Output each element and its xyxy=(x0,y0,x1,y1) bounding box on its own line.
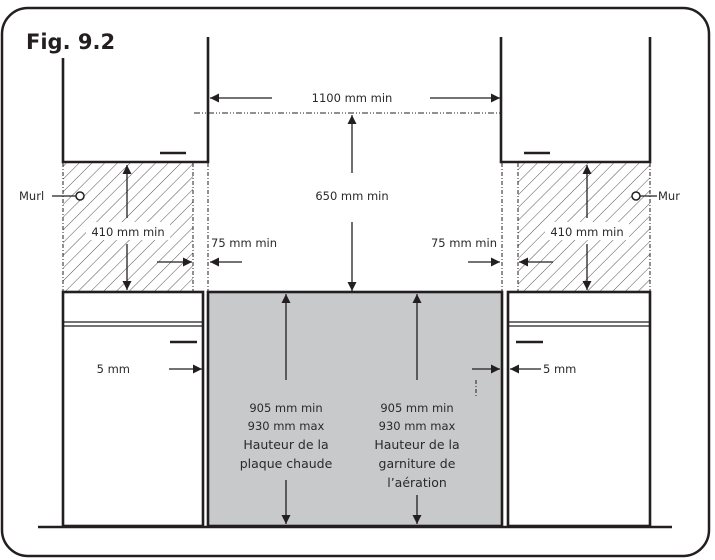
dimension-vent-height: 905 mm min 930 mm max Hauteur de la garn… xyxy=(374,294,460,524)
svg-text:l’aération: l’aération xyxy=(387,475,447,490)
figure-frame xyxy=(0,6,711,558)
dimension-75-left: 75 mm min xyxy=(210,236,277,267)
svg-text:75 mm min: 75 mm min xyxy=(211,236,277,250)
dimension-5mm-right: 5 mm xyxy=(472,362,576,376)
wall-marker-right: Mur xyxy=(631,189,680,203)
svg-text:410 mm min: 410 mm min xyxy=(91,225,164,239)
svg-text:plaque chaude: plaque chaude xyxy=(240,456,333,471)
svg-text:Murl: Murl xyxy=(19,189,44,203)
svg-text:410 mm min: 410 mm min xyxy=(550,225,623,239)
svg-text:930 mm max: 930 mm max xyxy=(379,419,456,433)
lower-cabinet-left xyxy=(61,290,205,528)
svg-text:905 mm min: 905 mm min xyxy=(249,401,322,415)
dimension-410-right: 410 mm min xyxy=(545,165,629,290)
svg-text:905 mm min: 905 mm min xyxy=(380,401,453,415)
wall-marker-left: Murl xyxy=(19,189,85,203)
svg-text:75 mm min: 75 mm min xyxy=(431,236,497,250)
dimension-hob-height: 905 mm min 930 mm max Hauteur de la plaq… xyxy=(240,294,333,524)
dimension-650-height: 650 mm min xyxy=(315,115,389,291)
dimension-410-left: 410 mm min xyxy=(86,165,170,290)
lower-cabinet-right xyxy=(506,290,652,528)
svg-text:1100 mm min: 1100 mm min xyxy=(312,91,393,105)
svg-text:garniture de: garniture de xyxy=(379,456,456,471)
dimension-75-right: 75 mm min xyxy=(431,236,500,267)
svg-text:Hauteur de la: Hauteur de la xyxy=(243,437,328,452)
svg-text:650 mm min: 650 mm min xyxy=(315,189,388,203)
svg-text:Hauteur de la: Hauteur de la xyxy=(374,437,459,452)
upper-cabinet-right xyxy=(499,37,652,164)
svg-text:Mur: Mur xyxy=(658,189,680,203)
svg-text:930 mm max: 930 mm max xyxy=(248,419,325,433)
svg-text:5 mm: 5 mm xyxy=(543,362,576,376)
figure-title: Fig. 9.2 xyxy=(26,30,115,54)
svg-text:5 mm: 5 mm xyxy=(97,362,130,376)
dimension-1100-width: 1100 mm min xyxy=(194,91,501,114)
upper-cabinet-left xyxy=(61,37,210,164)
